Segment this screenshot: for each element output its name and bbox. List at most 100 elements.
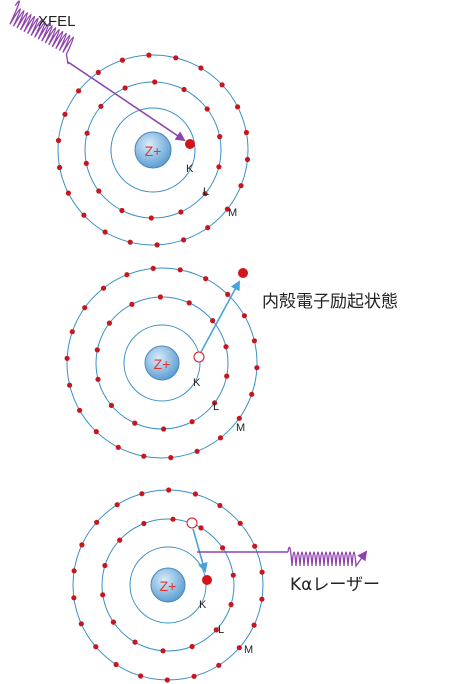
electron — [177, 267, 183, 273]
k-shell-label: K — [193, 377, 201, 389]
nucleus-label: Z+ — [154, 356, 171, 372]
nucleus-label: Z+ — [160, 578, 177, 594]
l-shell-label: L — [203, 186, 209, 198]
electron — [236, 415, 242, 421]
electron — [100, 592, 106, 598]
electron — [82, 305, 88, 311]
k-shell-hole — [193, 351, 205, 363]
electron — [129, 301, 135, 307]
electron — [212, 400, 218, 406]
electron — [198, 525, 204, 531]
electron — [223, 344, 229, 350]
electron — [157, 294, 163, 300]
electron — [219, 82, 225, 88]
electron — [81, 212, 87, 218]
electron — [108, 402, 114, 408]
nucleus — [144, 345, 180, 381]
electron — [238, 183, 244, 189]
electron — [146, 52, 152, 58]
electron — [124, 272, 130, 278]
electron — [102, 229, 108, 235]
electron — [150, 265, 156, 271]
electron — [119, 207, 125, 214]
electron — [95, 376, 101, 382]
electron — [100, 285, 107, 291]
m-shell-label: M — [244, 644, 253, 656]
excited-state-label: 内殻電子励起状態 — [262, 292, 398, 312]
l-shell-label: L — [213, 401, 219, 413]
shell-m-electrons — [71, 487, 265, 683]
k-shell-label: K — [199, 599, 207, 611]
electron — [98, 103, 104, 109]
electron — [243, 129, 249, 136]
electron — [170, 516, 176, 522]
electron — [117, 537, 123, 543]
electron — [115, 444, 121, 450]
electron — [141, 453, 147, 459]
shell-m-electrons — [64, 265, 260, 461]
electron — [166, 487, 172, 493]
shell-l-electrons — [83, 79, 223, 221]
electron — [96, 188, 102, 194]
shell-l-orbit — [101, 518, 235, 652]
shell-l-electrons — [94, 294, 230, 432]
electron — [244, 156, 251, 163]
electron — [217, 502, 223, 509]
electron — [132, 420, 138, 426]
electron — [160, 648, 166, 654]
electron — [203, 276, 209, 282]
electron — [178, 209, 184, 215]
electron — [127, 239, 133, 245]
electron — [93, 429, 99, 435]
ka-wave — [287, 546, 368, 568]
electron — [71, 595, 77, 601]
electron — [213, 627, 219, 633]
electron — [210, 318, 216, 324]
electron — [110, 619, 116, 625]
xfel-label: XFEL — [38, 13, 76, 30]
k-shell-electron — [202, 575, 212, 585]
electron — [122, 85, 128, 91]
electron — [225, 291, 231, 297]
electron — [161, 426, 167, 432]
electron — [95, 69, 101, 75]
electron — [216, 164, 222, 170]
electron — [79, 542, 85, 548]
ejected-electron — [238, 268, 248, 278]
electron — [78, 621, 84, 627]
electron — [84, 130, 90, 136]
electron — [230, 572, 236, 578]
electron — [65, 190, 71, 196]
electron — [237, 520, 243, 526]
electron — [252, 543, 258, 549]
electron — [93, 644, 99, 650]
electron — [235, 104, 241, 110]
electron — [241, 313, 247, 319]
xfel-arrow — [67, 61, 186, 142]
excited-atom: Z+ K L M 内殻電子励起状態 — [64, 265, 398, 461]
electron — [164, 677, 170, 683]
l-shell-label: L — [218, 624, 224, 636]
shell-k-orbit — [110, 107, 196, 193]
shell-m-orbit — [57, 54, 249, 246]
electron — [113, 661, 119, 668]
electron — [259, 596, 265, 602]
electron — [259, 569, 265, 575]
electron — [192, 491, 198, 497]
electron — [55, 137, 62, 144]
shell-m-orbit — [66, 267, 258, 459]
electron — [139, 491, 145, 497]
electron — [71, 568, 77, 574]
electron — [186, 300, 192, 306]
electron — [202, 191, 208, 197]
electron — [181, 86, 187, 93]
ejection-arrow — [200, 280, 240, 353]
nucleus-label: Z+ — [145, 143, 162, 159]
xfel-wave — [9, 0, 75, 65]
electron — [94, 519, 100, 525]
transition-arrow — [192, 528, 208, 573]
electron — [148, 215, 154, 221]
m-shell-label: M — [228, 207, 237, 219]
electron — [251, 338, 257, 344]
